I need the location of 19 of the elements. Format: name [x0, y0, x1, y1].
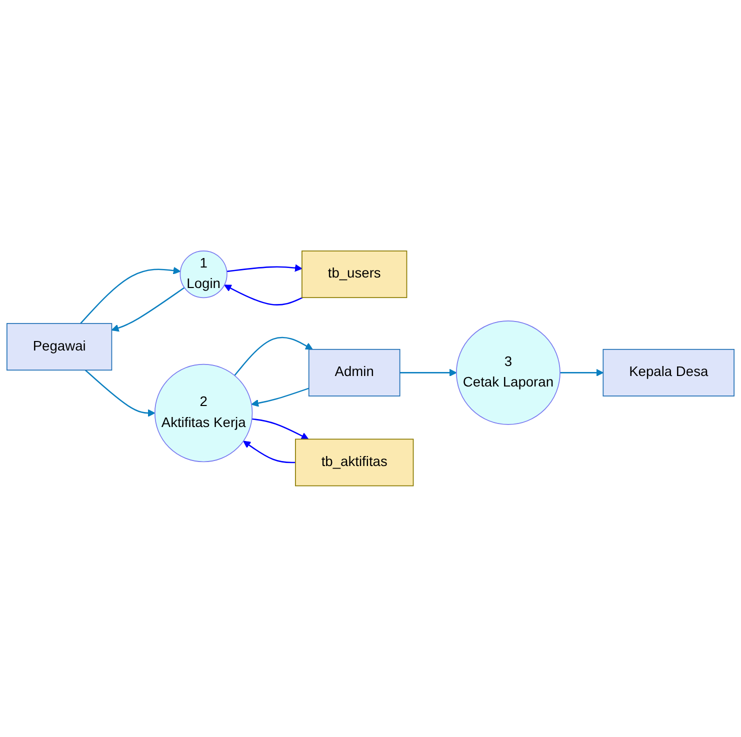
arrow — [252, 418, 309, 440]
node-circle: 2 Aktifitas Kerja — [154, 364, 253, 462]
node-box: Admin — [308, 349, 400, 397]
arrow — [234, 337, 313, 376]
arrow — [560, 369, 604, 377]
node-box: Kepala Desa — [602, 349, 734, 397]
arrow — [251, 388, 310, 408]
arrow — [80, 266, 181, 324]
arrow — [84, 370, 156, 417]
arrow — [400, 369, 457, 377]
node-box: Pegawai — [6, 323, 112, 371]
arrow — [224, 284, 303, 306]
arrow — [243, 440, 296, 464]
arrow — [226, 264, 302, 272]
node-circle: 3 Cetak Laporan — [456, 320, 560, 426]
node-circle: 1 Login — [180, 250, 228, 298]
node-box: tb_users — [302, 250, 408, 298]
node-box: tb_aktifitas — [295, 438, 414, 486]
arrow — [111, 287, 185, 332]
